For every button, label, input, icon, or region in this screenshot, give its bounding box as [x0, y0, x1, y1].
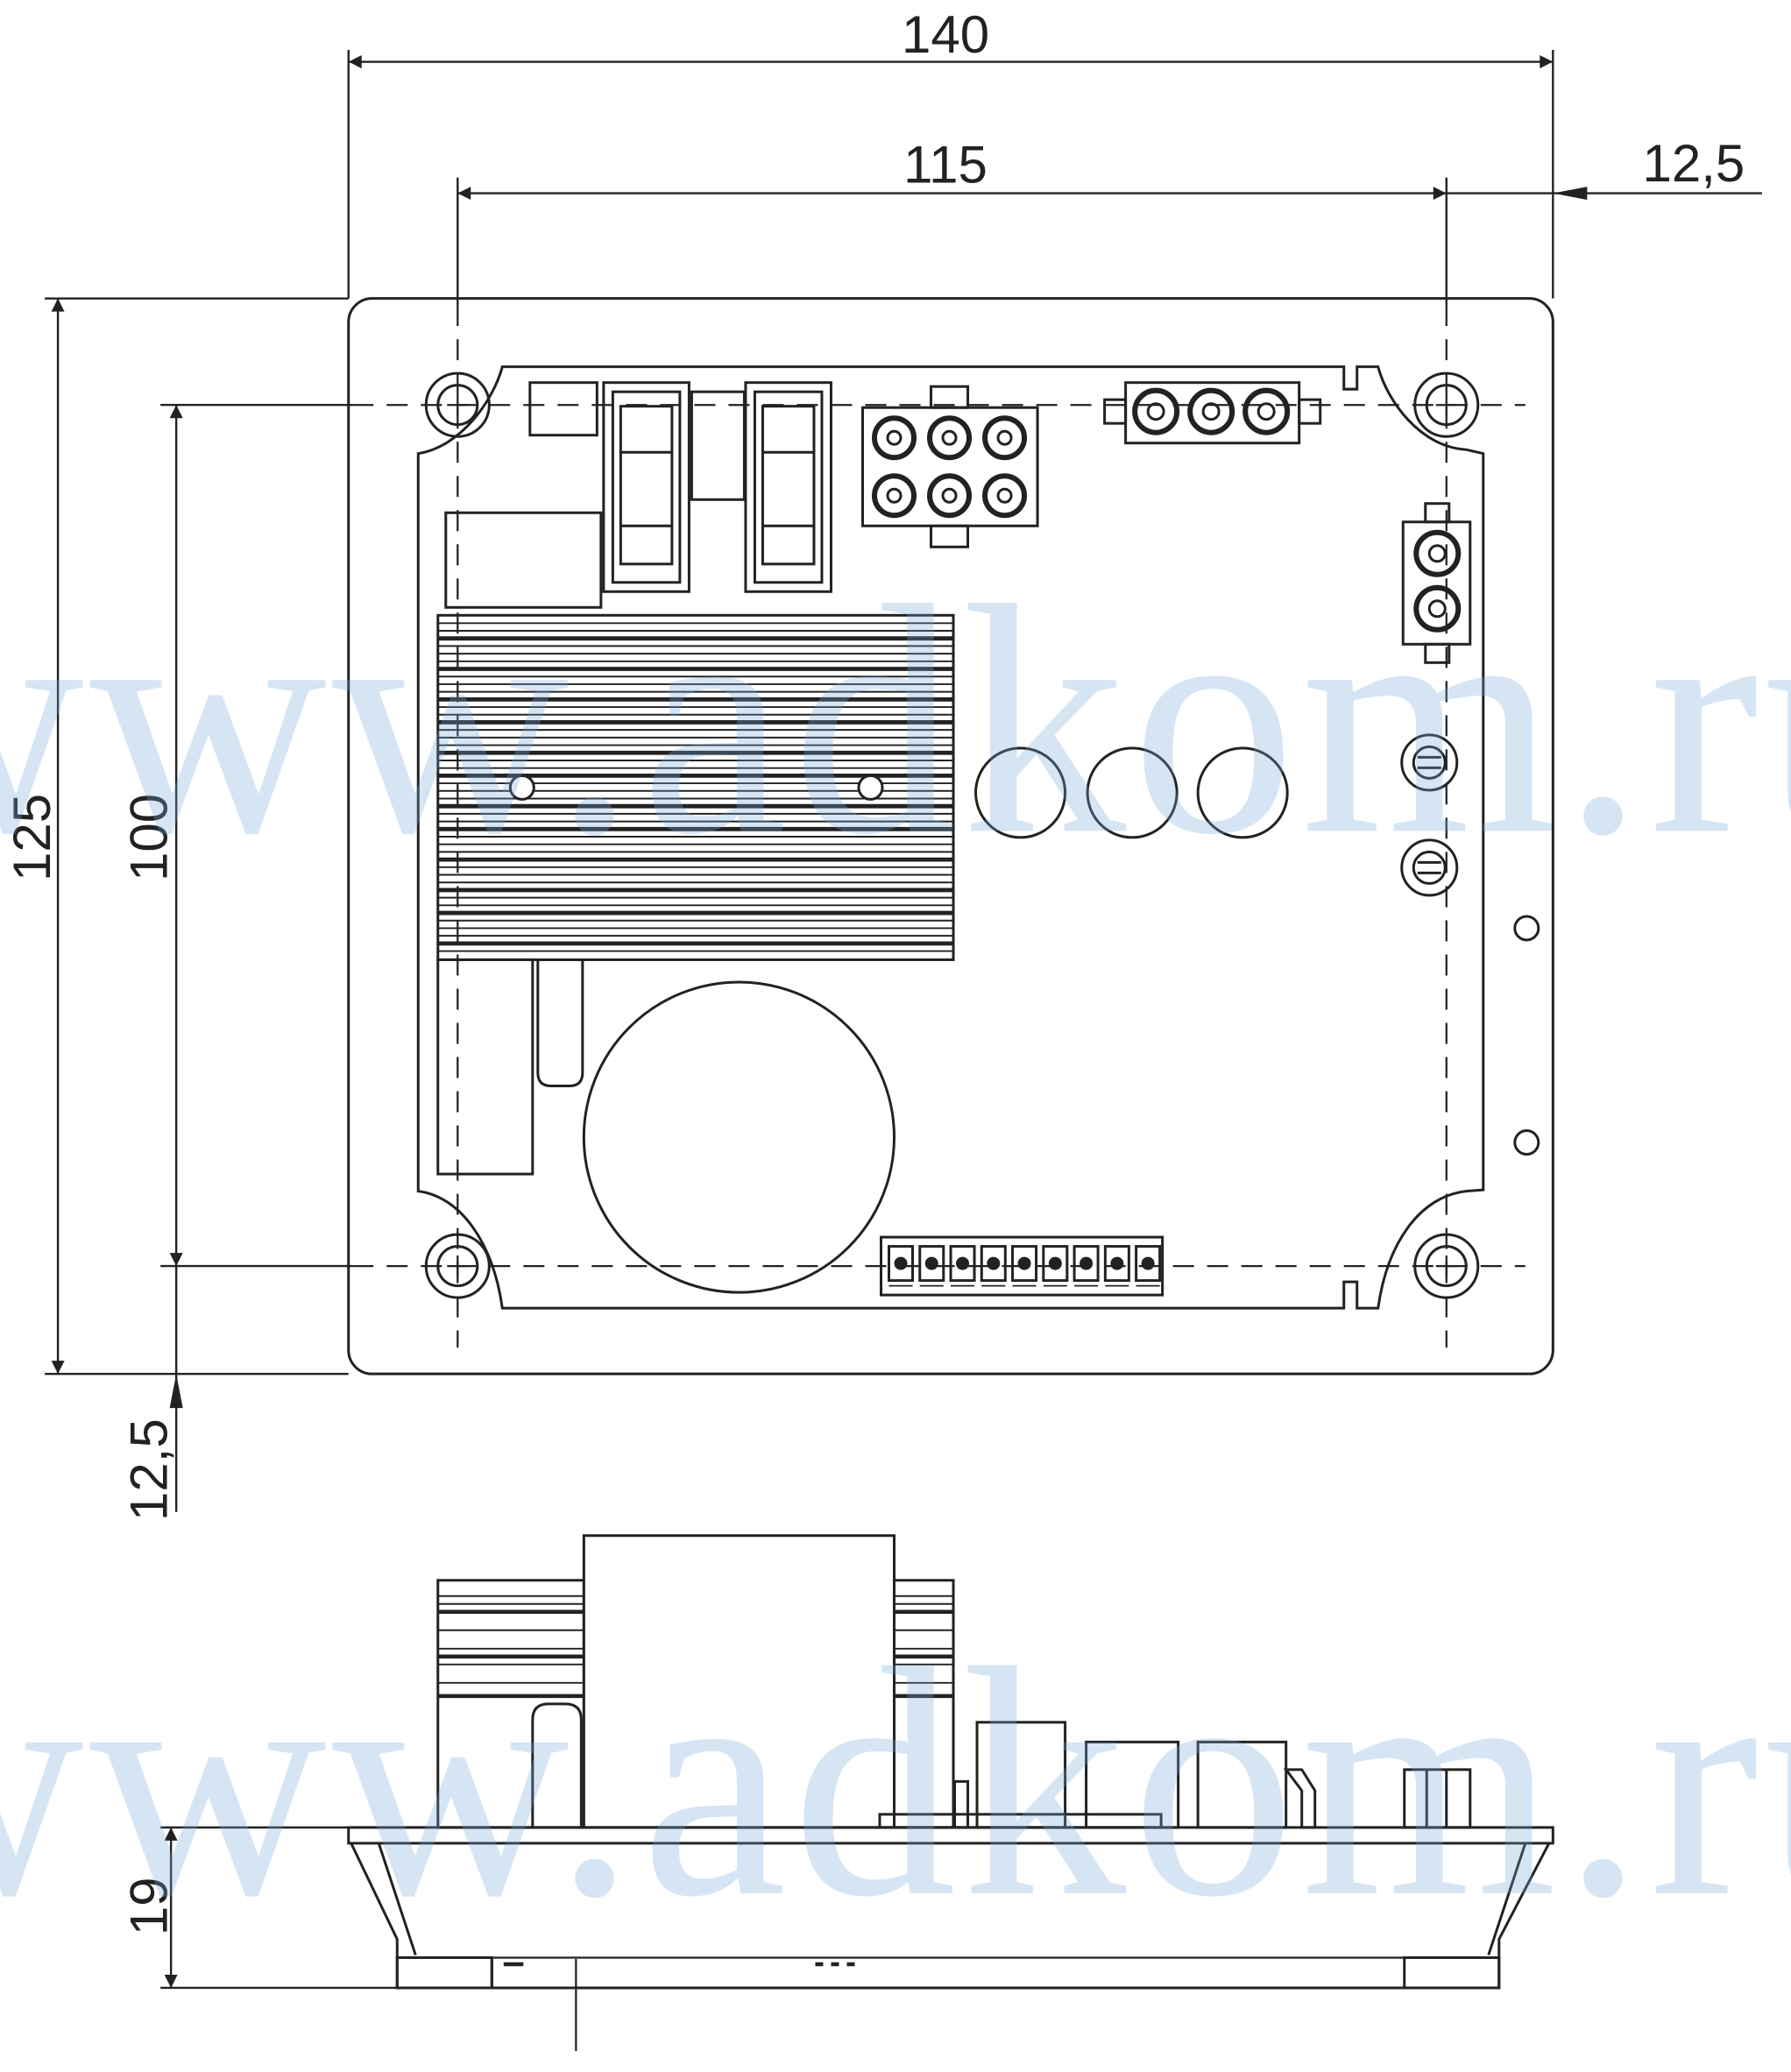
- resistor: [536, 958, 584, 1088]
- terminal-pin-dot: [1110, 1256, 1124, 1270]
- terminal-pin-dot: [1048, 1256, 1062, 1270]
- vertical-component: [436, 958, 534, 1176]
- terminal-pin-dot: [1141, 1256, 1155, 1270]
- label-19: 19: [120, 1878, 179, 1936]
- potentiometer-1: [974, 746, 1067, 839]
- fuse-holder-1: [602, 381, 690, 593]
- trimmer-1: [1400, 733, 1459, 792]
- terminal-pin-dot: [1017, 1256, 1031, 1270]
- capacitor-block: [444, 511, 603, 609]
- terminal-strip: [879, 1235, 1165, 1297]
- terminal-pin: [1072, 1245, 1100, 1283]
- label-140: 140: [902, 5, 989, 64]
- terminal-pin: [980, 1245, 1007, 1283]
- terminal-pin-dot: [1080, 1256, 1094, 1270]
- top-view: [347, 297, 1554, 1375]
- terminal-pin-dot: [987, 1256, 1001, 1270]
- dimension-labels: 140 115 12,5 125 100 12,5 19: [3, 5, 1745, 1935]
- side-large-capacitor: [582, 1534, 896, 1829]
- base-plate: [347, 297, 1554, 1375]
- side-fins: [437, 1595, 954, 1699]
- terminal-pin: [949, 1245, 976, 1283]
- side-resistor: [531, 1702, 583, 1828]
- terminal-pin-dot: [956, 1256, 970, 1270]
- watermark-top: www.adkom.ru: [0, 539, 1791, 902]
- label-12-5-bottom: 12,5: [120, 1418, 179, 1521]
- potentiometer-2: [1086, 746, 1179, 839]
- terminal-pin: [1103, 1245, 1130, 1283]
- connector-3-pin: [1103, 381, 1322, 445]
- side-plate-top: [347, 1826, 1554, 1845]
- pcb-outline: [416, 365, 1485, 1310]
- terminal-pin: [887, 1245, 915, 1283]
- terminal-pin-dot: [924, 1256, 938, 1270]
- potentiometer-3: [1196, 746, 1289, 839]
- connector-2-pin: [1401, 502, 1472, 664]
- inductor: [690, 390, 746, 501]
- heatsink: [436, 613, 955, 961]
- fuse-holder-2: [744, 381, 832, 593]
- trimmer-2: [1400, 838, 1459, 897]
- side-base: [350, 1842, 1551, 1990]
- side-hole-1: [1513, 915, 1540, 942]
- large-capacitor: [582, 980, 896, 1294]
- terminal-strip-body: [879, 1235, 1165, 1297]
- terminal-pin-dot: [894, 1256, 908, 1270]
- label-125: 125: [3, 794, 61, 881]
- label-100: 100: [120, 794, 179, 881]
- side-view: [347, 1534, 1554, 2051]
- dimension-lines: [45, 50, 1762, 1990]
- label-12-5-top: 12,5: [1642, 134, 1745, 193]
- terminal-pin: [1135, 1245, 1162, 1283]
- watermark-bottom: www.adkom.ru: [0, 1602, 1791, 1965]
- small-component: [528, 381, 598, 437]
- side-hole-2: [1513, 1129, 1540, 1156]
- terminal-pin: [918, 1245, 945, 1283]
- terminal-pin: [1042, 1245, 1069, 1283]
- terminal-pin: [1011, 1245, 1038, 1283]
- connector-6-pin: [860, 385, 1039, 548]
- label-115: 115: [903, 136, 988, 194]
